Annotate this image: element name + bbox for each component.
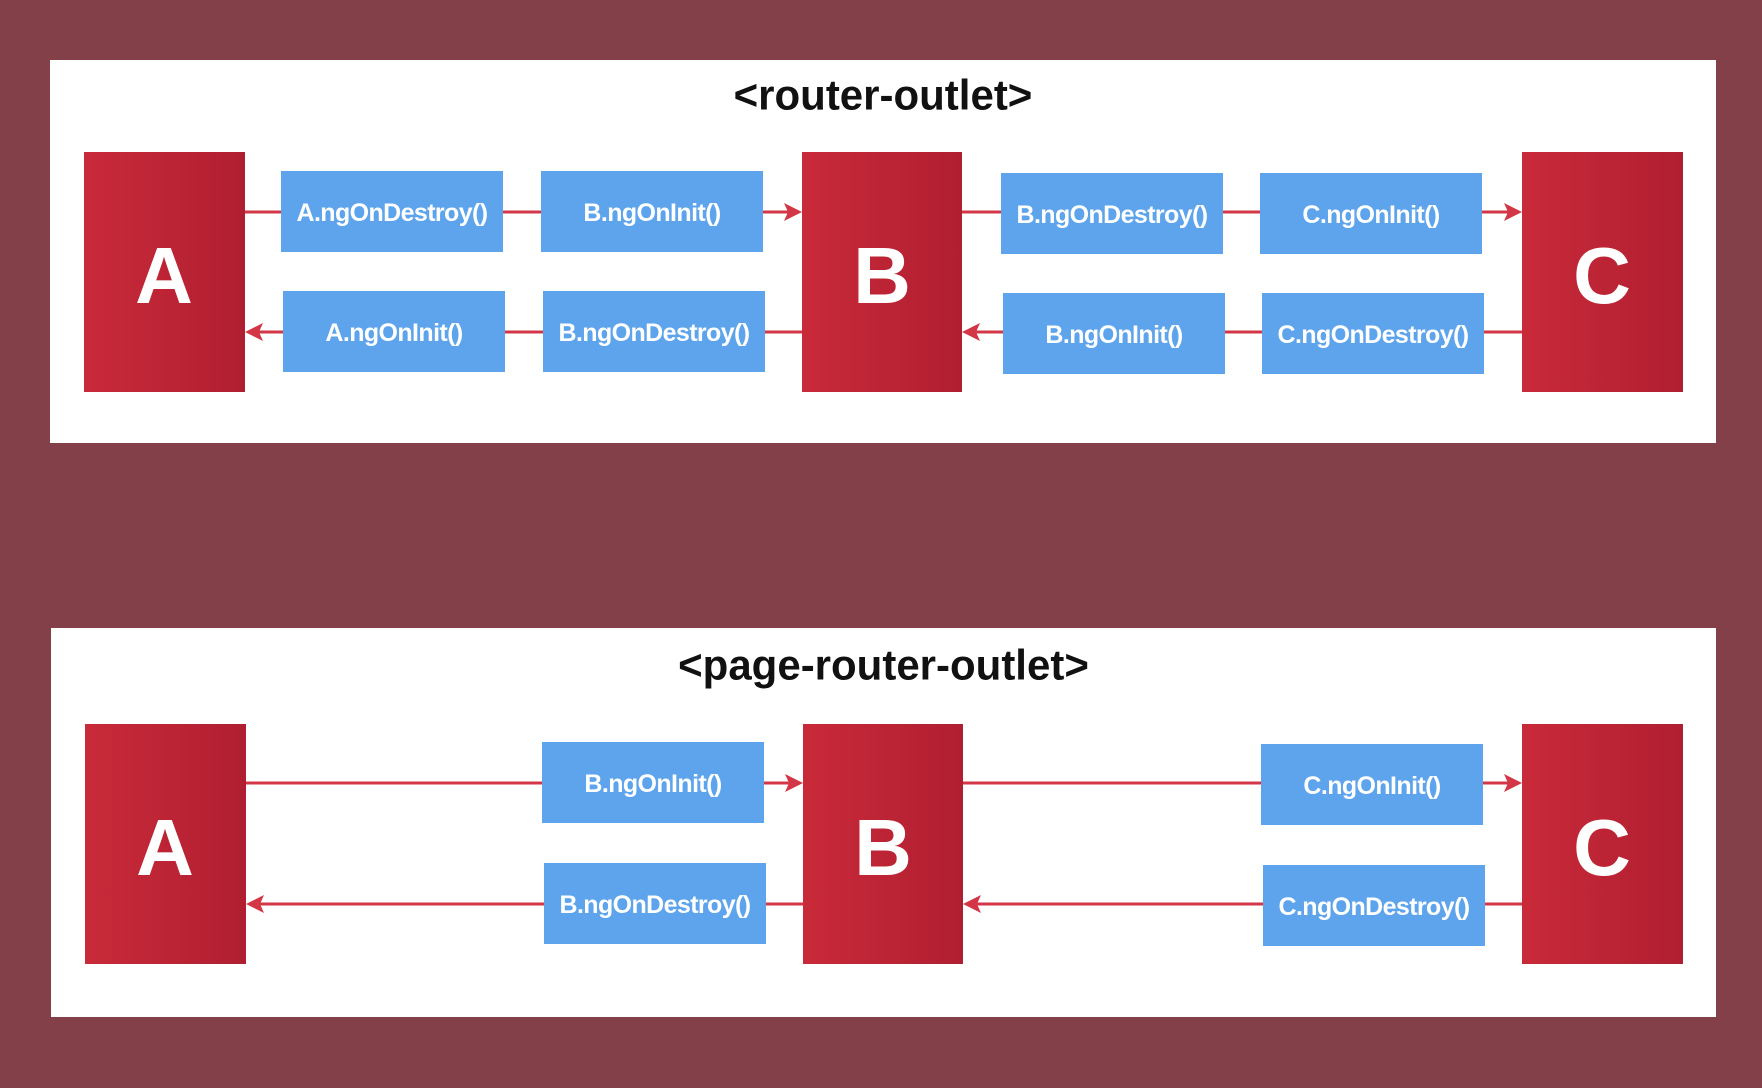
component-a: A <box>85 724 246 964</box>
component-c-label: C <box>1573 231 1631 320</box>
hook-b-ngondestroy-top-label: B.ngOnDestroy() <box>1016 201 1207 229</box>
hook-b-ngoninit-label: B.ngOnInit() <box>584 770 721 798</box>
hook-c-ngondestroy: C.ngOnDestroy() <box>1262 293 1484 374</box>
component-a-label: A <box>136 803 194 892</box>
component-a: A <box>84 152 245 392</box>
hook-c-ngoninit: C.ngOnInit() <box>1261 744 1483 825</box>
arrow-head-into-b-top <box>784 203 802 221</box>
router-outlet-flow-diagram: A B C A.ngOnDestroy() B.ngOnInit() B. <box>84 152 1683 392</box>
router-outlet-panel: <router-outlet> A <box>50 60 1716 443</box>
hook-b-ngoninit-bottom-label: B.ngOnInit() <box>1045 321 1182 349</box>
hook-b-ngondestroy-bottom-label: B.ngOnDestroy() <box>558 319 749 347</box>
hook-a-ngondestroy: A.ngOnDestroy() <box>281 171 503 252</box>
page-router-outlet-panel: <page-router-outlet> A <box>51 628 1716 1017</box>
hook-b-ngoninit-top-label: B.ngOnInit() <box>583 199 720 227</box>
arrow-head-into-b-top <box>785 774 803 792</box>
hook-b-ngoninit: B.ngOnInit() <box>542 742 764 823</box>
page-router-outlet-flow-diagram: A B C B.ngOnInit() C.ngOnInit() B.ngO <box>85 724 1683 964</box>
hook-b-ngoninit-top: B.ngOnInit() <box>541 171 763 252</box>
component-b: B <box>803 724 963 964</box>
router-outlet-title: <router-outlet> <box>733 70 1033 119</box>
arrow-head-into-b-bottom <box>963 895 981 913</box>
hook-c-ngoninit-label: C.ngOnInit() <box>1302 201 1439 229</box>
hook-c-ngondestroy-label: C.ngOnDestroy() <box>1278 893 1469 921</box>
arrow-head-into-a-bottom <box>245 323 263 341</box>
hook-b-ngondestroy-label: B.ngOnDestroy() <box>559 891 750 919</box>
component-b: B <box>802 152 962 392</box>
page-router-outlet-title: <page-router-outlet> <box>678 640 1089 689</box>
component-b-label: B <box>854 803 912 892</box>
hook-c-ngondestroy: C.ngOnDestroy() <box>1263 865 1485 946</box>
hook-c-ngondestroy-label: C.ngOnDestroy() <box>1277 321 1468 349</box>
arrow-head-into-a-bottom <box>246 895 264 913</box>
arrow-head-into-c-top <box>1504 203 1522 221</box>
hook-c-ngoninit-label: C.ngOnInit() <box>1303 772 1440 800</box>
component-c: C <box>1522 152 1683 392</box>
component-c: C <box>1522 724 1683 964</box>
hook-b-ngondestroy-bottom: B.ngOnDestroy() <box>543 291 765 372</box>
component-c-label: C <box>1573 803 1631 892</box>
hook-a-ngoninit-label: A.ngOnInit() <box>325 319 462 347</box>
arrow-head-into-c-top <box>1504 774 1522 792</box>
hook-b-ngoninit-bottom: B.ngOnInit() <box>1003 293 1225 374</box>
hook-c-ngoninit: C.ngOnInit() <box>1260 173 1482 254</box>
component-a-label: A <box>135 231 193 320</box>
hook-b-ngondestroy: B.ngOnDestroy() <box>544 863 766 944</box>
hook-b-ngondestroy-top: B.ngOnDestroy() <box>1001 173 1223 254</box>
hook-a-ngondestroy-label: A.ngOnDestroy() <box>296 199 487 227</box>
arrow-head-into-b-bottom <box>962 323 980 341</box>
hook-a-ngoninit: A.ngOnInit() <box>283 291 505 372</box>
component-b-label: B <box>853 231 911 320</box>
